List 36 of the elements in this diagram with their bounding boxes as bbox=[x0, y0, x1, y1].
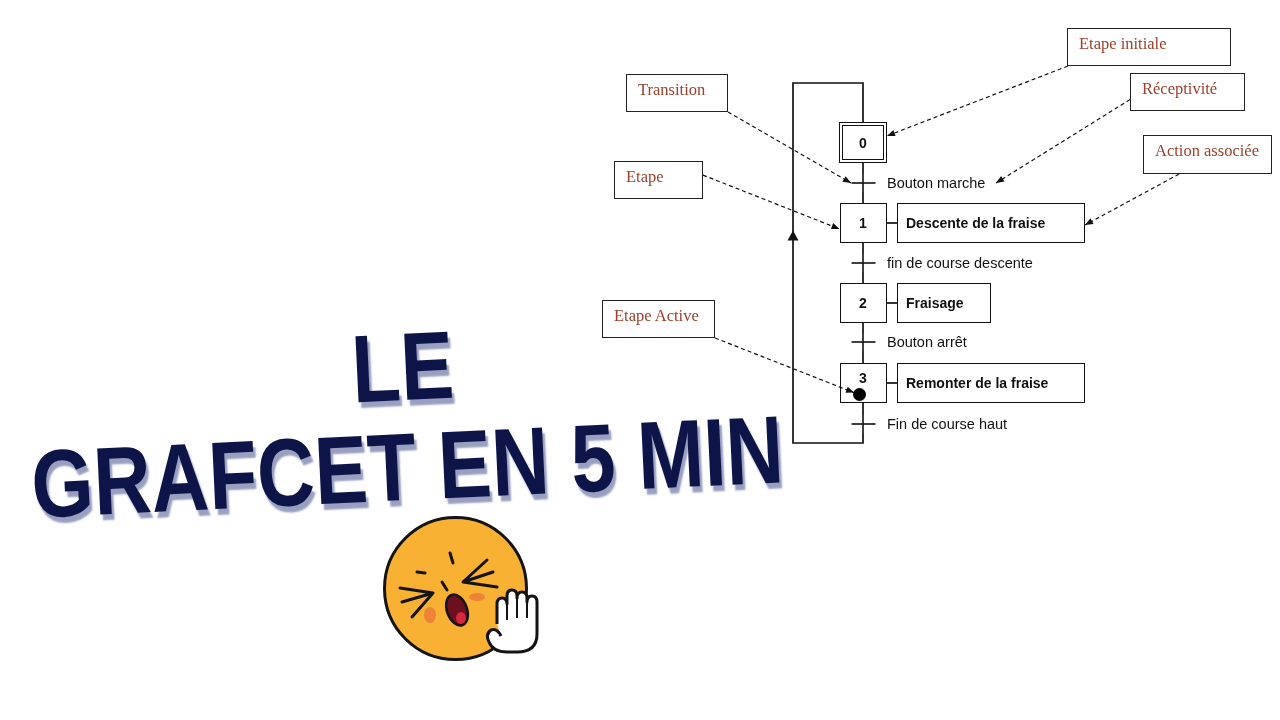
link-line bbox=[885, 382, 898, 384]
receptivity-label: Bouton arrêt bbox=[887, 333, 967, 351]
receptivity-label: Fin de course haut bbox=[887, 415, 1008, 433]
leader-arrow bbox=[702, 174, 841, 230]
initial-step-box: 0 bbox=[839, 122, 887, 163]
return-arrow bbox=[787, 82, 864, 444]
link-line bbox=[862, 242, 864, 255]
callout-box: Etape Active bbox=[602, 300, 715, 338]
leader-arrow bbox=[886, 65, 1069, 137]
token-dot-icon bbox=[853, 388, 866, 401]
leader-arrow bbox=[727, 111, 852, 184]
receptivity-label: Bouton marche bbox=[887, 174, 986, 192]
link-line bbox=[885, 302, 898, 304]
action-box: Remonter de la fraise bbox=[897, 363, 1085, 403]
step-box bbox=[839, 363, 887, 403]
callout-box: Action associée bbox=[1143, 135, 1272, 174]
link-line bbox=[885, 222, 898, 224]
leader-arrow bbox=[714, 337, 855, 394]
step-box: 1 bbox=[839, 203, 887, 243]
leader-arrow bbox=[995, 99, 1131, 184]
action-box: Descente de la fraise bbox=[897, 203, 1085, 243]
leader-arrow bbox=[1084, 173, 1180, 226]
callout-box: Etape bbox=[614, 161, 703, 199]
link-line bbox=[862, 402, 864, 416]
link-line bbox=[862, 271, 864, 284]
step-number: 3 bbox=[859, 370, 867, 386]
callout-box: Etape initiale bbox=[1067, 28, 1231, 66]
link-line bbox=[862, 191, 864, 204]
action-box: Fraisage bbox=[897, 283, 991, 323]
callout-box: Réceptivité bbox=[1130, 73, 1245, 111]
link-line bbox=[862, 350, 864, 364]
step-box: 2 bbox=[839, 283, 887, 323]
callout-box: Transition bbox=[626, 74, 728, 112]
link-line bbox=[862, 162, 864, 175]
receptivity-label: fin de course descente bbox=[887, 254, 1033, 272]
link-line bbox=[862, 322, 864, 334]
